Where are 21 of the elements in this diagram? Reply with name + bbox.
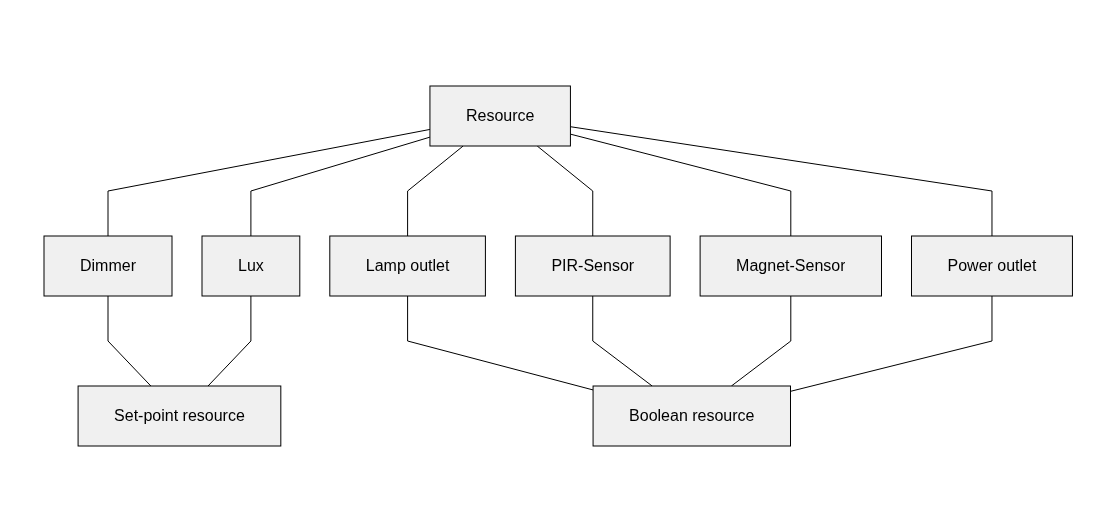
node-box: Lux	[201, 235, 301, 297]
connector	[570, 126, 993, 237]
connector	[107, 295, 152, 387]
node-box: PIR-Sensor	[515, 235, 671, 297]
connector	[107, 128, 431, 237]
connector	[570, 133, 792, 237]
connector	[537, 145, 594, 237]
node-box: Magnet-Sensor	[699, 235, 883, 297]
connector	[250, 136, 431, 237]
node-box: Dimmer	[43, 235, 173, 297]
node-box: Resource	[429, 85, 572, 147]
node-box: Boolean resource	[592, 385, 792, 447]
node-box: Set-point resource	[77, 385, 282, 447]
node-box: Lamp outlet	[329, 235, 487, 297]
connector	[407, 295, 594, 391]
node-box: Power outlet	[911, 235, 1074, 297]
connector	[731, 295, 792, 387]
connector	[592, 295, 653, 387]
connector	[407, 145, 464, 237]
connector	[207, 295, 252, 387]
connector	[790, 295, 993, 392]
